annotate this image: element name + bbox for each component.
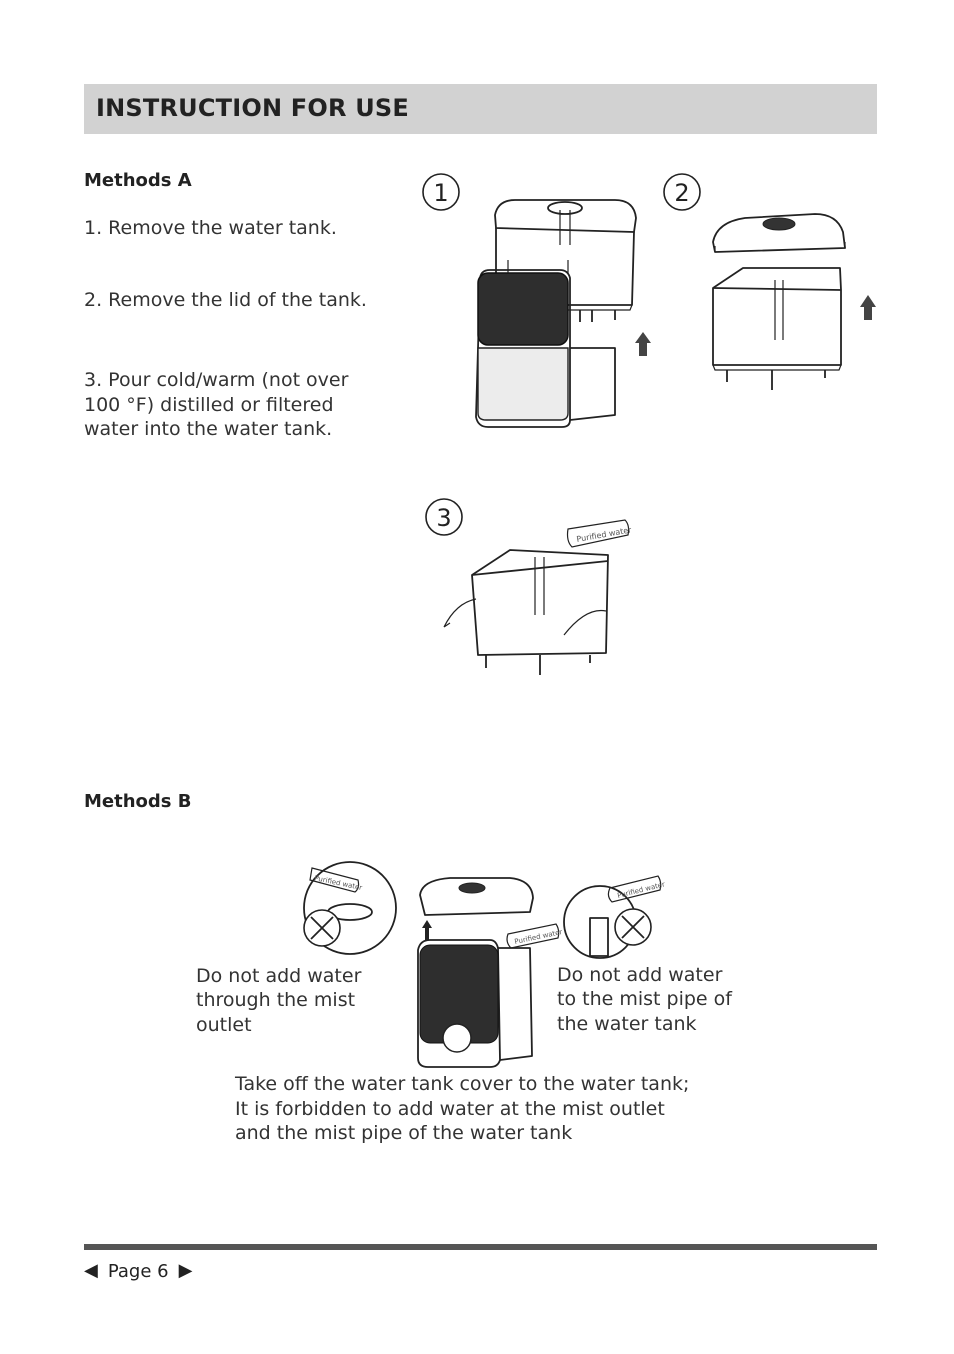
bottom-caption-line-2: It is forbidden to add water at the mist… xyxy=(235,1098,665,1120)
purified-water-label-3: Purified water xyxy=(576,525,633,544)
left-caption-line-1: Do not add water xyxy=(196,965,362,987)
figure-2-remove-lid: 2 xyxy=(663,173,876,390)
figure-number-1: 1 xyxy=(433,179,448,207)
bottom-caption-line-1: Take off the water tank cover to the wat… xyxy=(235,1073,690,1095)
step-1: 1. Remove the water tank. xyxy=(84,217,337,239)
methods-a-title: Methods A xyxy=(84,170,192,191)
bottom-caption-line-3: and the mist pipe of the water tank xyxy=(235,1122,573,1144)
footer-rule xyxy=(84,1244,877,1250)
page-navigation: ◀ Page 6 ▶ xyxy=(84,1258,192,1284)
right-caption-line-1: Do not add water xyxy=(557,964,723,986)
purified-water-label-left: Purified water xyxy=(314,874,363,892)
page-title: INSTRUCTION FOR USE xyxy=(96,94,409,122)
step-2: 2. Remove the lid of the tank. xyxy=(84,289,367,311)
methods-b-title: Methods B xyxy=(84,791,192,812)
figure-number-2: 2 xyxy=(674,179,689,207)
header-bar xyxy=(84,84,877,134)
triangle-right-icon[interactable]: ▶ xyxy=(178,1260,193,1281)
step-3-line-3: water into the water tank. xyxy=(84,418,333,440)
figure-b-warnings: Purified water Purified water Purified w… xyxy=(303,861,666,1068)
figure-1-remove-tank: 1 xyxy=(422,173,651,428)
triangle-left-icon[interactable]: ◀ xyxy=(84,1260,98,1281)
figure-3-pour-water: 3 Purified water xyxy=(425,498,633,675)
step-3-line-1: 3. Pour cold/warm (not over xyxy=(84,369,349,391)
step-3-line-2: 100 °F) distilled or filtered xyxy=(84,394,334,416)
right-caption-line-2: to the mist pipe of xyxy=(557,988,732,1010)
page-number: Page 6 xyxy=(107,1260,169,1282)
left-caption-line-3: outlet xyxy=(196,1014,252,1036)
figure-number-3: 3 xyxy=(436,504,451,532)
left-caption-line-2: through the mist xyxy=(196,989,356,1011)
right-caption-line-3: the water tank xyxy=(557,1013,697,1035)
